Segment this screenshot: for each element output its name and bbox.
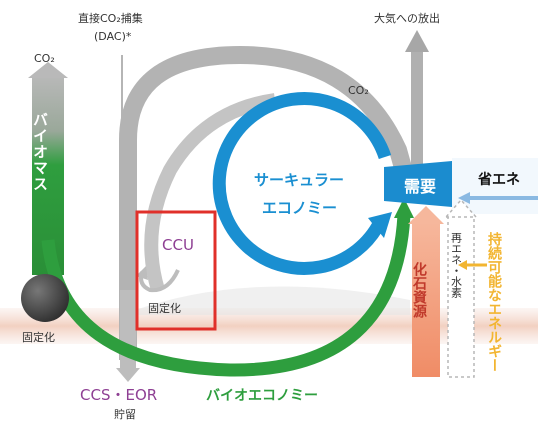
renewable-column <box>447 214 475 378</box>
bio-economy-arrowhead <box>394 198 414 218</box>
renewable-arrowhead <box>444 198 478 218</box>
ground-mound <box>130 286 410 315</box>
ccu-small-curl <box>139 269 180 293</box>
renewable-hydrogen-label: 再エネ・水素 <box>450 232 463 298</box>
ccu-highlight-box <box>135 210 217 331</box>
circular-economy-arrowhead <box>368 212 392 238</box>
ccu-label: CCU <box>162 236 194 254</box>
fossil-column <box>412 222 440 377</box>
ccs-eor-label: CCS・EOR <box>80 386 157 404</box>
dac-label-line1: 直接CO₂捕集 <box>78 11 143 25</box>
demand-box <box>384 161 452 207</box>
dac-label-line2: (DAC)* <box>94 30 132 43</box>
ccu-gray-spiral <box>144 93 277 293</box>
solidified-ball <box>21 274 69 322</box>
biomass-label: バイオマス <box>31 112 49 192</box>
atmosphere-release-label: 大気への放出 <box>374 11 440 25</box>
release-shaft <box>411 50 423 175</box>
bio-economy-arc <box>41 214 411 377</box>
storage-label: 貯留 <box>114 408 136 421</box>
co2-left-label: CO₂ <box>34 52 55 65</box>
circular-economy-line1: サーキュラー <box>254 171 344 189</box>
fossil-resources-label: 化石資源 <box>411 261 428 319</box>
ccu-curl-arrowhead <box>136 266 148 280</box>
release-arrowhead <box>405 30 429 52</box>
circular-economy-line2: エコノミー <box>262 199 337 217</box>
solidify-ccu-label: 固定化 <box>148 301 181 315</box>
sustainable-arrowhead <box>458 260 467 270</box>
biomass-top-arrow <box>28 62 68 78</box>
sustainable-energy-label: 持続可能なエネルギー <box>486 231 502 372</box>
demand-funnel <box>452 158 538 214</box>
co2-top-label: CO₂ <box>348 84 369 97</box>
demand-label: 需要 <box>404 177 436 196</box>
energy-saving-label: 省エネ <box>477 171 520 188</box>
fossil-arrowhead <box>408 206 444 224</box>
circular-economy-ring <box>212 91 392 275</box>
energy-saving-arrowhead <box>458 192 470 204</box>
bio-economy-label: バイオエコノミー <box>206 388 318 404</box>
gray-loop <box>119 45 414 360</box>
ccs-arrow <box>116 368 140 382</box>
solidify-left-label: 固定化 <box>22 330 55 344</box>
